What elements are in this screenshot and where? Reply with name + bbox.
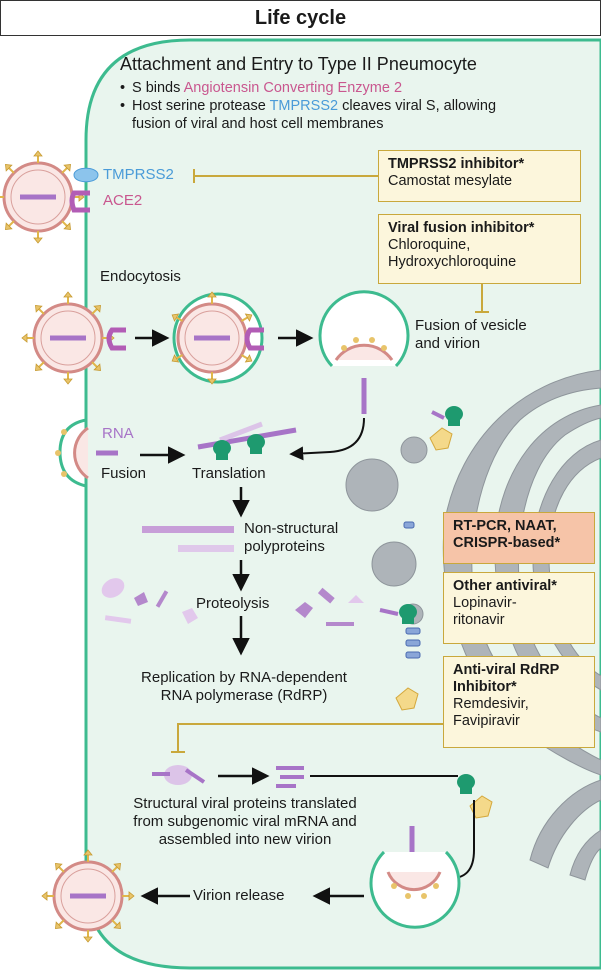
tmprss2-highlight: TMPRSS2 — [269, 98, 339, 114]
endocytosis-label: Endocytosis — [100, 268, 181, 285]
fusion-label: Fusion — [101, 465, 147, 482]
released-virion — [41, 849, 135, 943]
entry-bullets: S binds Angiotensin Converting Enzyme 2 … — [118, 79, 588, 133]
proteolysis-label: Proteolysis — [196, 595, 270, 612]
polyprotein-bar-2 — [178, 545, 234, 552]
virion-release-label: Virion release — [193, 887, 285, 904]
ace2-label: ACE2 — [103, 192, 143, 209]
rna-label: RNA — [102, 425, 134, 442]
other-antiviral-box: Other antiviral* Lopinavir- ritonavir — [443, 572, 595, 644]
polyprotein-bar-1 — [142, 526, 234, 533]
section-heading: Attachment and Entry to Type II Pneumocy… — [120, 54, 477, 74]
diagram-title: Life cycle — [0, 0, 601, 36]
rdrp-inhibitor-box: Anti-viral RdRP Inhibitor* Remdesivir, F… — [443, 656, 595, 748]
bullet-ace2: S binds Angiotensin Converting Enzyme 2 — [118, 79, 588, 97]
ace2-highlight: Angiotensin Converting Enzyme 2 — [183, 80, 403, 96]
fusion-inhibitor-box: Viral fusion inhibitor* Chloroquine, Hyd… — [378, 214, 581, 284]
endocytosis-virion-1 — [21, 291, 115, 385]
tmprss2-inhibitor-box: TMPRSS2 inhibitor* Camostat mesylate — [378, 150, 581, 202]
translation-label: Translation — [192, 465, 266, 482]
fusing-virion — [73, 426, 89, 480]
rdrp-inhibition-line — [177, 723, 446, 752]
proteolysis-fragments — [101, 578, 364, 626]
ace2-receptor-shape — [69, 190, 90, 213]
bullet-tmprss2: Host serine protease TMPRSS2 cleaves vir… — [118, 97, 588, 133]
tmprss2-label: TMPRSS2 — [103, 166, 174, 183]
diagnostics-box: RT-PCR, NAAT, CRISPR-based* — [443, 512, 595, 564]
tmprss2-receptor-shape — [73, 167, 99, 183]
